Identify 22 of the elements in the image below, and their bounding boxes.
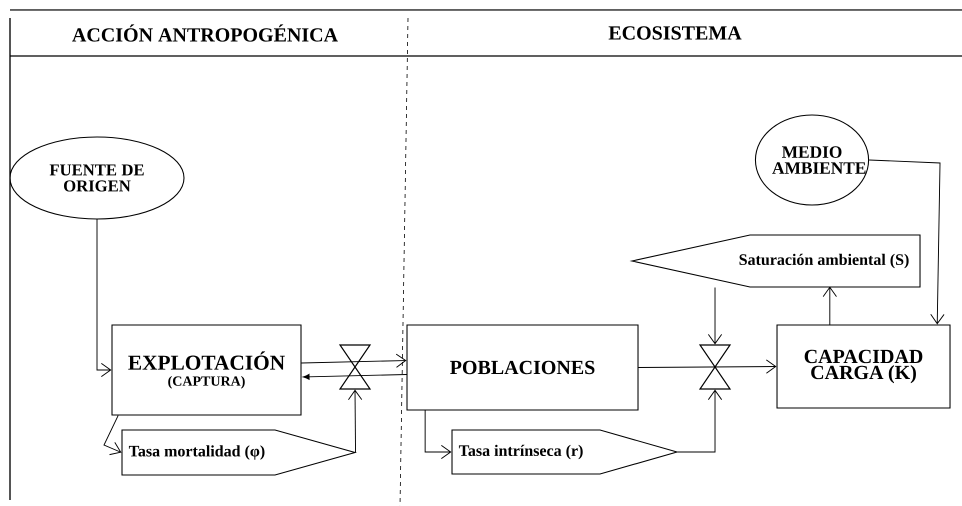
arrow [103,415,122,456]
column-heading: ECOSISTEMA [608,26,742,40]
valve-symbol [698,344,732,390]
oval: FUENTE DE ORIGEN [9,136,185,220]
arrow [96,219,112,378]
arrow-tag: Tasa intrínseca (r) [451,429,679,475]
oval: MEDIO AMBIENTE [754,114,870,206]
arrow [424,410,452,460]
valve-symbol [338,344,372,390]
arrow [302,374,407,380]
arrow [638,359,776,374]
process-box: EXPLOTACIÓN (CAPTURA) [111,324,302,416]
arrow [868,160,945,324]
arrow [677,390,722,452]
arrow [708,287,722,344]
arrow [822,286,837,325]
arrow-tag: Tasa mortalidad (φ) [121,429,357,476]
process-box: POBLACIONES [406,324,639,411]
arrow [301,354,406,368]
arrow [348,390,362,453]
column-heading: ACCIÓN ANTROPOGÉNICA [72,24,338,42]
process-box: CAPACIDAD CARGA (K) [776,324,951,409]
